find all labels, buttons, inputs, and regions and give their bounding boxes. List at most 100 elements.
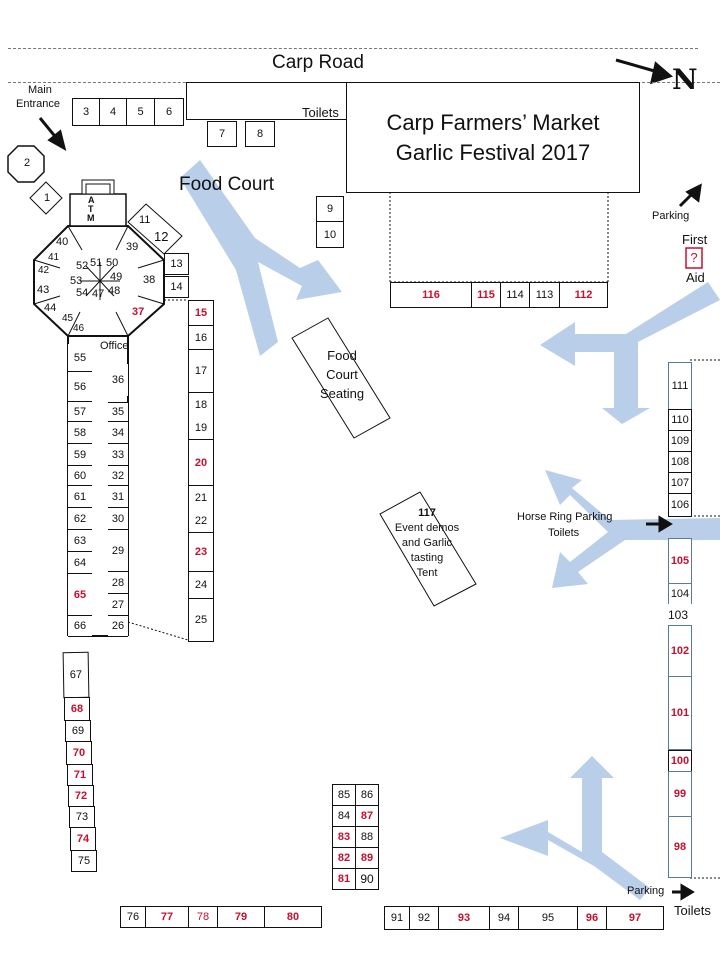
- booth-97: 97: [606, 906, 664, 930]
- booth-40: 40: [56, 236, 69, 248]
- booth-33: 33: [108, 444, 128, 466]
- booth-32: 32: [108, 466, 128, 486]
- tent-line-1: Event demos: [394, 522, 460, 534]
- booth-101: 101: [668, 676, 692, 750]
- map-title-line-1: Carp Farmers’ Market: [386, 109, 600, 135]
- office-label: Office: [100, 340, 129, 352]
- booth-102: 102: [668, 625, 692, 677]
- booth-39: 39: [126, 241, 139, 253]
- booth-14: 14: [164, 276, 189, 298]
- map-title-line-2: Garlic Festival 2017: [395, 139, 591, 165]
- booth-100: 100: [668, 750, 692, 772]
- tent-label: 117 Event demos and Garlic tasting Tent: [388, 506, 466, 581]
- booth-11: 11: [139, 214, 151, 226]
- booth-96: 96: [577, 906, 607, 930]
- booth-1-shape: [29, 181, 63, 215]
- booth-28: 28: [108, 572, 128, 594]
- booth-93: 93: [438, 906, 490, 930]
- booth-3: 3: [72, 98, 100, 126]
- booth-90: 90: [355, 868, 379, 890]
- food-seating-line-3: Seating: [319, 386, 365, 401]
- parking-top-right-label: Parking: [652, 210, 690, 222]
- booth-12: 12: [154, 229, 169, 244]
- booth-59: 59: [68, 444, 92, 466]
- booth-89: 89: [355, 847, 379, 869]
- food-court-seating-label: Food Court Seating: [318, 346, 366, 403]
- booth-58: 58: [68, 422, 92, 444]
- booth-94: 94: [489, 906, 519, 930]
- booth-62: 62: [68, 508, 92, 530]
- booth-75: 75: [71, 850, 97, 872]
- pointer-arrows: [38, 58, 702, 901]
- booth-9: 9: [316, 196, 344, 222]
- booth-108: 108: [668, 451, 692, 473]
- booth-68: 68: [64, 697, 90, 721]
- atm-label-t: T: [88, 204, 94, 214]
- booth-2: 2: [23, 157, 31, 169]
- flow-arrow-bottom: [500, 756, 650, 900]
- booth-48: 48: [108, 285, 121, 297]
- booth-64: 64: [68, 552, 92, 574]
- booth-61: 61: [68, 486, 92, 508]
- booth-41: 41: [48, 252, 60, 263]
- booth-6: 6: [154, 98, 184, 126]
- booth-42: 42: [38, 265, 50, 276]
- food-seating-line-1: Food: [327, 348, 357, 363]
- booth-20: 20: [188, 439, 214, 486]
- booth-73: 73: [69, 806, 95, 828]
- horse-ring-label-1: Horse Ring Parking: [517, 511, 613, 523]
- booth-2-shape: [7, 145, 45, 183]
- toilets-building: [186, 82, 348, 120]
- booth-85: 85: [332, 784, 356, 806]
- booth-114: 114: [500, 282, 530, 308]
- flow-arrow-parking-top: [540, 282, 720, 424]
- parking-bottom-right-label: Parking: [627, 885, 665, 897]
- booth-30: 30: [108, 508, 128, 530]
- booth-99: 99: [668, 771, 692, 817]
- booth-4: 4: [99, 98, 127, 126]
- booth-109: 109: [668, 430, 692, 452]
- booth-103: 103: [664, 604, 692, 626]
- booth-47: 47: [92, 288, 105, 300]
- food-court-label: Food Court: [179, 174, 275, 195]
- booth-65: 65: [68, 574, 92, 616]
- toilets-bottom-right-label: Toilets: [674, 903, 711, 918]
- road-edge-top: [8, 48, 698, 49]
- booth-54: 54: [76, 287, 89, 299]
- flow-arrow-horse-ring: [545, 470, 720, 588]
- booth-43: 43: [37, 284, 50, 296]
- booth-24: 24: [188, 571, 214, 599]
- food-seating-line-2: Court: [326, 367, 358, 382]
- booth-7: 7: [207, 121, 237, 147]
- booth-87: 87: [355, 805, 379, 827]
- booth-66: 66: [68, 616, 92, 636]
- booth-91: 91: [384, 906, 410, 930]
- booth-74: 74: [70, 827, 96, 851]
- food-court-seating-shape: [291, 317, 391, 439]
- booth-69: 69: [65, 720, 91, 742]
- booth-79: 79: [217, 906, 265, 928]
- horse-ring-label-2: Toilets: [548, 527, 580, 539]
- booth-110: 110: [668, 409, 692, 431]
- tent-line-3: tasting: [410, 552, 444, 564]
- booth-31: 31: [108, 486, 128, 508]
- booth-77: 77: [145, 906, 189, 928]
- booth-84: 84: [332, 805, 356, 827]
- booth-56: 56: [68, 372, 92, 402]
- booth-27: 27: [108, 594, 128, 616]
- north-label: N: [672, 63, 698, 96]
- booth-45: 45: [62, 313, 74, 324]
- first-aid-icon: ?: [690, 250, 698, 265]
- booth-25: 25: [188, 598, 214, 642]
- booth-8: 8: [245, 121, 275, 147]
- booth-104: 104: [668, 583, 692, 605]
- booth-16: 16: [188, 325, 214, 350]
- booth-26: 26: [108, 616, 128, 636]
- tent-line-2: and Garlic: [401, 537, 453, 549]
- booth-111: 111: [668, 362, 692, 410]
- booth-88: 88: [355, 826, 379, 848]
- booth-71: 71: [67, 764, 93, 786]
- atm-label-a: A: [88, 195, 95, 205]
- booth-37: 37: [132, 306, 145, 318]
